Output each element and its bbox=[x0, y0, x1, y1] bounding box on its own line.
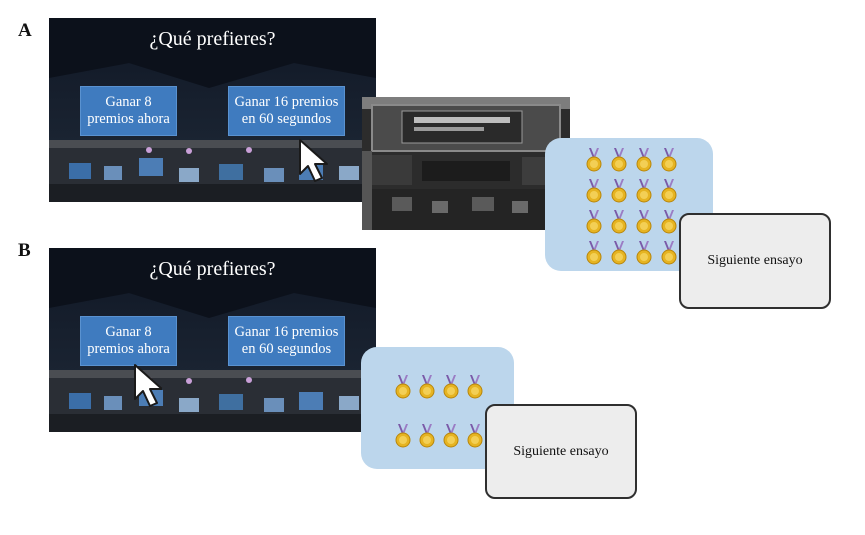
option-now-button[interactable]: Ganar 8 premios ahora bbox=[80, 316, 177, 366]
panel-a-label: A bbox=[18, 20, 32, 41]
medal-icon bbox=[585, 241, 603, 265]
next-trial-button[interactable]: Siguiente ensayo bbox=[485, 404, 637, 499]
medal-icon bbox=[585, 179, 603, 203]
next-trial-button[interactable]: Siguiente ensayo bbox=[679, 213, 831, 309]
medal-icon bbox=[635, 241, 653, 265]
medal-icon bbox=[394, 375, 412, 399]
medal-icon bbox=[660, 241, 678, 265]
medal-icon bbox=[610, 148, 628, 172]
mouse-cursor-icon bbox=[299, 139, 328, 182]
panel-b-choice-screen: ¿Qué prefieres? Ganar 8 premios ahora Ga… bbox=[49, 248, 376, 432]
medal-icon bbox=[418, 424, 436, 448]
medal-icon bbox=[585, 210, 603, 234]
medal-icon bbox=[466, 424, 484, 448]
panel-a-reward-box bbox=[545, 138, 713, 271]
question-text: ¿Qué prefieres? bbox=[149, 258, 276, 280]
medal-icon bbox=[660, 148, 678, 172]
medal-icon bbox=[610, 241, 628, 265]
medal-icon bbox=[635, 148, 653, 172]
option-later-button[interactable]: Ganar 16 premios en 60 segundos bbox=[228, 316, 345, 366]
medal-icon bbox=[418, 375, 436, 399]
medal-icon bbox=[394, 424, 412, 448]
option-now-button[interactable]: Ganar 8 premios ahora bbox=[80, 86, 177, 136]
medal-icon bbox=[660, 179, 678, 203]
option-later-button[interactable]: Ganar 16 premios en 60 segundos bbox=[228, 86, 345, 136]
medal-icon bbox=[610, 210, 628, 234]
medal-icon bbox=[466, 375, 484, 399]
medal-icon bbox=[660, 210, 678, 234]
cockpit-background bbox=[49, 248, 376, 432]
medal-icon bbox=[610, 179, 628, 203]
panel-a-choice-screen: ¿Qué prefieres? Ganar 8 premios ahora Ga… bbox=[49, 18, 376, 202]
mouse-cursor-icon bbox=[134, 364, 163, 407]
medal-icon bbox=[585, 148, 603, 172]
medal-icon bbox=[442, 424, 460, 448]
medal-icon bbox=[635, 179, 653, 203]
medal-icon bbox=[635, 210, 653, 234]
waiting-cockpit-photo bbox=[362, 97, 570, 230]
question-text: ¿Qué prefieres? bbox=[149, 28, 276, 50]
panel-b-label: B bbox=[18, 240, 31, 261]
medal-icon bbox=[442, 375, 460, 399]
